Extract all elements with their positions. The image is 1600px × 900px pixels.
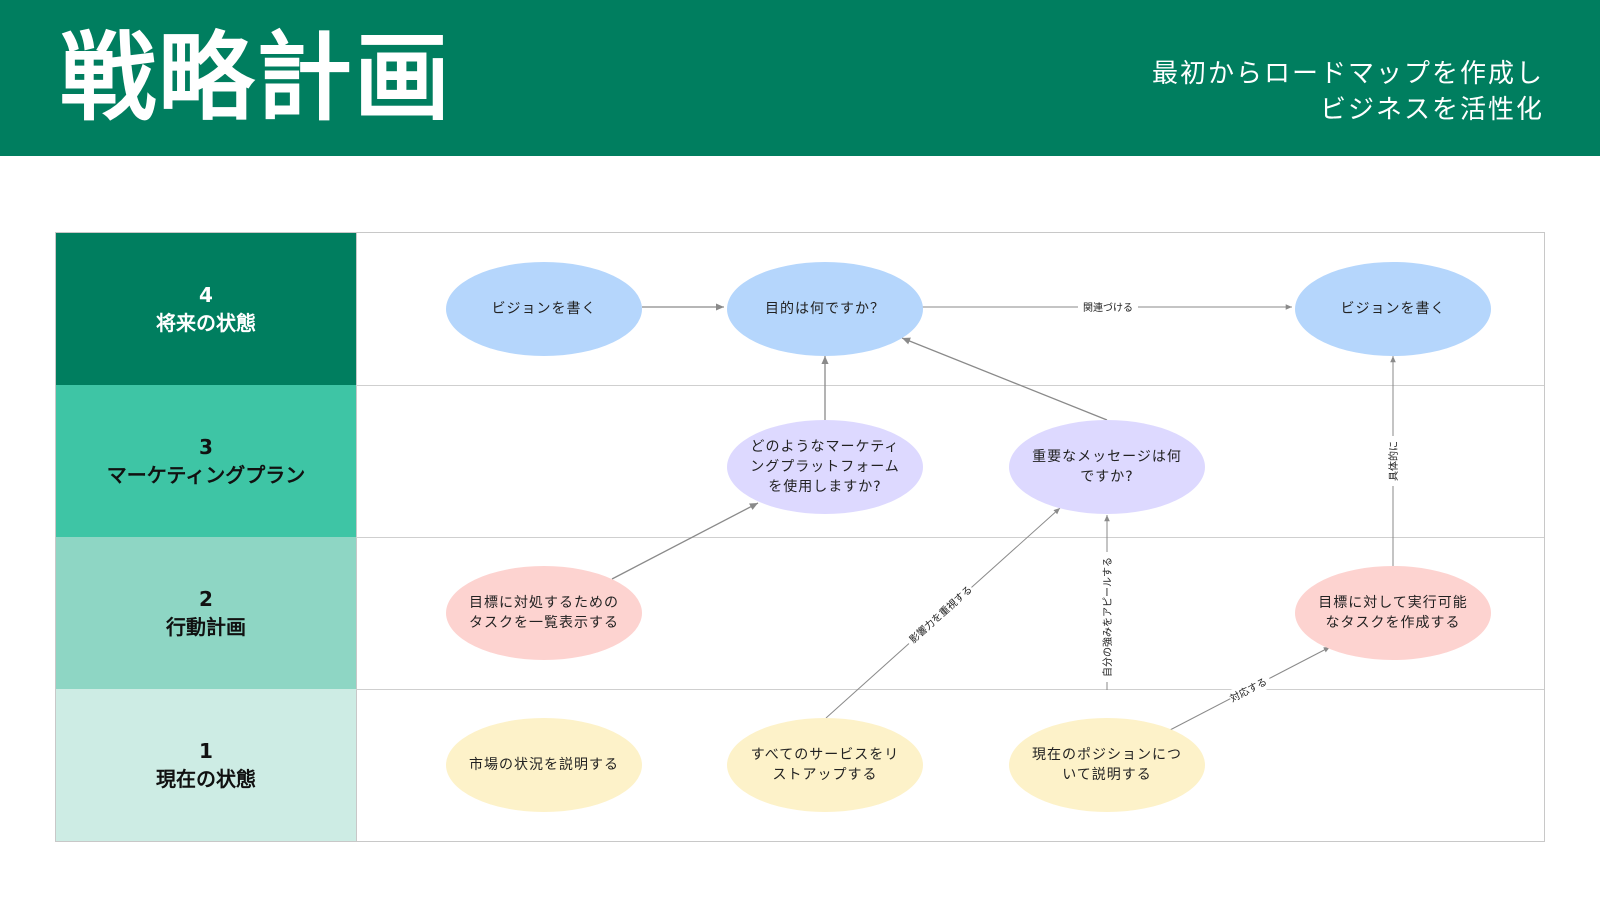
lane-divider — [356, 689, 1544, 690]
subtitle-line-2: ビジネスを活性化 — [1319, 95, 1544, 125]
lane-label-future-state: 4 将来の状態 — [56, 233, 356, 385]
node-actionable-tasks[interactable]: 目標に対して実行可能なタスクを作成する — [1295, 566, 1491, 660]
lane-name: 現在の状態 — [156, 767, 256, 791]
lane-number: 1 — [199, 739, 213, 763]
node-market-situation[interactable]: 市場の状況を説明する — [446, 718, 642, 812]
page-subtitle: 最初からロードマップを作成し ビジネスを活性化 — [984, 56, 1544, 128]
node-list-services[interactable]: すべてのサービスをリストアップする — [727, 718, 923, 812]
header-banner: 戦略計画 最初からロードマップを作成し ビジネスを活性化 — [0, 0, 1600, 156]
node-key-message[interactable]: 重要なメッセージは何ですか? — [1009, 420, 1205, 514]
node-current-position[interactable]: 現在のポジションについて説明する — [1009, 718, 1205, 812]
lane-number: 3 — [199, 435, 213, 459]
node-marketing-platform[interactable]: どのようなマーケティングプラットフォームを使用しますか? — [727, 420, 923, 514]
node-purpose[interactable]: 目的は何ですか？ — [727, 262, 923, 356]
swimlane-diagram: 4 将来の状態 3 マーケティングプラン 2 行動計画 1 現在の状態 — [55, 232, 1545, 842]
lane-label-marketing-plan: 3 マーケティングプラン — [56, 385, 356, 537]
lane-number: 2 — [199, 587, 213, 611]
node-write-vision-right[interactable]: ビジョンを書く — [1295, 262, 1491, 356]
lane-name: マーケティングプラン — [106, 463, 306, 487]
lane-divider — [356, 385, 1544, 386]
lane-number: 4 — [199, 283, 213, 307]
page-title: 戦略計画 — [60, 22, 452, 134]
lane-name: 行動計画 — [166, 615, 246, 639]
lane-label-action-plan: 2 行動計画 — [56, 537, 356, 689]
lane-divider — [356, 537, 1544, 538]
lane-name: 将来の状態 — [156, 311, 256, 335]
subtitle-line-1: 最初からロードマップを作成し — [1151, 59, 1544, 89]
lane-label-current-state: 1 現在の状態 — [56, 689, 356, 841]
node-task-list[interactable]: 目標に対処するためのタスクを一覧表示する — [446, 566, 642, 660]
node-write-vision-left[interactable]: ビジョンを書く — [446, 262, 642, 356]
